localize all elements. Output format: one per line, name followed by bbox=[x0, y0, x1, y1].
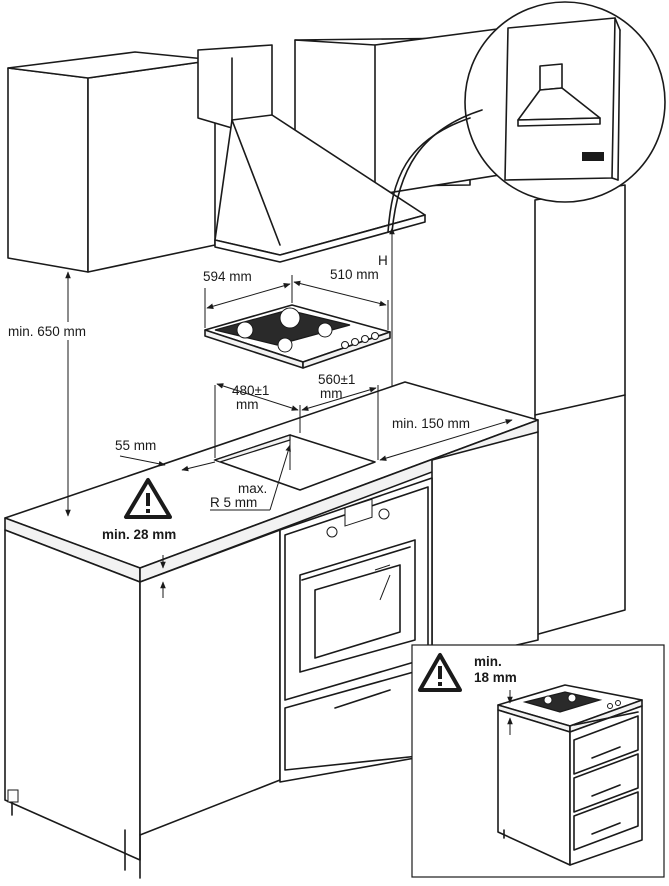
radius-label-2: R 5 mm bbox=[210, 495, 257, 510]
hood-height-dimension: H bbox=[378, 227, 395, 413]
left-wall-cabinet bbox=[7, 51, 216, 273]
side-clearance-dimension: min. 150 mm bbox=[379, 416, 513, 461]
radius-dimension: max. R 5 mm bbox=[210, 444, 291, 511]
base-cabinets bbox=[4, 431, 539, 879]
hob-width-label: 594 mm bbox=[203, 269, 252, 284]
brand-logo bbox=[582, 152, 604, 161]
worktop-thickness-label: min. 28 mm bbox=[102, 527, 176, 542]
radius-label-1: max. bbox=[238, 481, 267, 496]
front-edge-dimension: 55 mm bbox=[115, 438, 216, 472]
inset-panel: min. 18 mm bbox=[411, 644, 665, 878]
tall-cabinet bbox=[534, 184, 626, 636]
manual-callout bbox=[387, 1, 666, 233]
inset-thickness-label-2: 18 mm bbox=[474, 670, 517, 685]
warning-triangle-icon bbox=[124, 478, 172, 519]
side-clearance-label: min. 150 mm bbox=[392, 416, 470, 431]
hob-dimensions: 594 mm 510 mm bbox=[203, 267, 389, 330]
built-in-oven bbox=[279, 477, 433, 783]
gas-hob bbox=[204, 304, 391, 369]
cooker-hood bbox=[197, 44, 426, 263]
cabinet-clearance-dimension: min. 650 mm bbox=[8, 271, 108, 517]
cutout-depth-label-1: 560±1 bbox=[318, 372, 355, 387]
inset-warning-triangle-icon bbox=[418, 653, 462, 692]
worktop-cutout bbox=[213, 434, 376, 491]
cutout-dimensions: 480±1 mm 560±1 mm bbox=[214, 372, 379, 460]
front-edge-label: 55 mm bbox=[115, 438, 156, 453]
hood-height-label: H bbox=[378, 253, 388, 268]
cutout-depth-label-2: mm bbox=[320, 386, 343, 401]
cutout-width-label-1: 480±1 bbox=[232, 383, 269, 398]
hob-depth-label: 510 mm bbox=[330, 267, 379, 282]
cutout-width-label-2: mm bbox=[236, 397, 259, 412]
inset-thickness-label-1: min. bbox=[474, 654, 502, 669]
cabinet-clearance-label: min. 650 mm bbox=[8, 324, 86, 339]
